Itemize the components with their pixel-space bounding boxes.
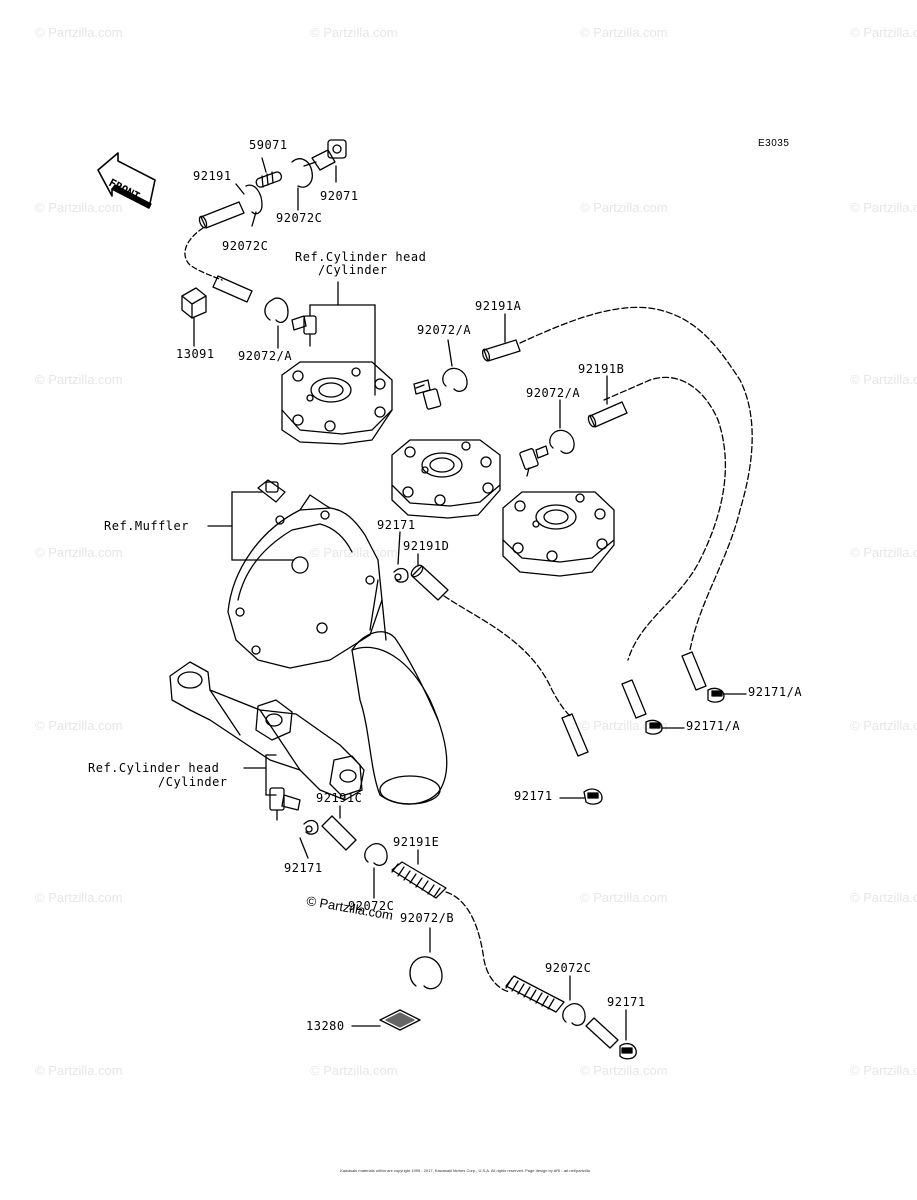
hose-92191c	[321, 815, 357, 851]
part-label-13280[interactable]: 13280	[306, 1019, 345, 1033]
watermark: © Partzilla.com	[850, 372, 917, 387]
diagram-code: E3035	[758, 138, 790, 149]
pad-13280	[379, 1009, 421, 1031]
cylinder-head-1	[281, 361, 393, 445]
ref-muffler: Ref.Muffler	[104, 519, 189, 533]
part-label-92071[interactable]: 92071	[320, 189, 359, 203]
part-label-92072a-3[interactable]: 92072/A	[526, 386, 581, 400]
clip-92072c-mid	[364, 843, 388, 866]
cap-13091	[181, 287, 207, 319]
clip-92072c-top	[291, 158, 313, 188]
hose-92191a	[481, 339, 521, 362]
clip-92072c-left	[245, 184, 263, 215]
clamp-92171a-2	[645, 719, 663, 735]
hose-92191d	[410, 564, 449, 601]
part-label-92072a-2[interactable]: 92072/A	[417, 323, 472, 337]
part-label-92072c-top[interactable]: 92072C	[276, 211, 323, 225]
watermark: © Partzilla.com	[580, 890, 668, 905]
ref-cylinder-head-top-line2: /Cylinder	[318, 263, 388, 277]
hose-92191	[198, 201, 245, 229]
watermark: © Partzilla.com	[35, 372, 123, 387]
part-label-92191d[interactable]: 92191D	[403, 539, 450, 553]
watermark: © Partzilla.com	[35, 25, 123, 40]
part-label-92171-c[interactable]: 92171	[284, 861, 323, 875]
elbow-fitting-3	[519, 445, 549, 477]
watermark: © Partzilla.com	[310, 25, 398, 40]
watermark: © Partzilla.com	[850, 200, 917, 215]
copyright-footer: Kawasaki materials within are copyright …	[340, 1168, 590, 1173]
watermark: © Partzilla.com	[850, 890, 917, 905]
clip-92072a-3	[549, 429, 575, 454]
hose-end-middle	[561, 713, 589, 757]
watermark: © Partzilla.com	[580, 200, 668, 215]
part-label-92072b[interactable]: 92072/B	[400, 911, 455, 925]
part-label-92072c-left[interactable]: 92072C	[222, 239, 269, 253]
watermark: © Partzilla.com	[35, 718, 123, 733]
part-label-13091[interactable]: 13091	[176, 347, 215, 361]
watermark: © Partzilla.com	[580, 25, 668, 40]
cylinder-head-3	[502, 491, 615, 577]
part-label-92191c[interactable]: 92191C	[316, 791, 363, 805]
hose-end-right-1	[681, 651, 707, 691]
elbow-fitting-1	[291, 315, 317, 347]
hose-end-right-2	[621, 679, 647, 719]
clamp-92171-b	[583, 788, 603, 805]
hose-92191e-corrugated	[391, 861, 447, 899]
muffler	[227, 479, 448, 805]
front-arrow-icon: FRONT	[97, 152, 156, 209]
part-label-92072c-mid[interactable]: 92072C	[348, 899, 395, 913]
part-label-92171-b[interactable]: 92171	[514, 789, 553, 803]
ref-cylinder-head-top-line1: Ref.Cylinder head	[295, 250, 427, 264]
clip-92072c-low	[562, 1003, 586, 1026]
ref-cylinder-head-bottom-line2: /Cylinder	[158, 775, 228, 789]
hose-short-left	[212, 275, 253, 303]
hose-92191b	[587, 401, 628, 428]
watermark: © Partzilla.com	[850, 718, 917, 733]
clamp-92171-a	[393, 567, 409, 583]
elbow-fitting-2	[413, 379, 442, 410]
part-label-92191e[interactable]: 92191E	[393, 835, 440, 849]
ref-cylinder-head-bottom-line1: Ref.Cylinder head	[88, 761, 220, 775]
part-label-92191[interactable]: 92191	[193, 169, 232, 183]
watermark: © Partzilla.com	[35, 1063, 123, 1078]
fitting-92071	[303, 139, 347, 171]
watermark: © Partzilla.com	[580, 1063, 668, 1078]
pin-59071	[255, 171, 283, 188]
part-label-59071[interactable]: 59071	[249, 138, 288, 152]
part-label-92171a-2[interactable]: 92171/A	[686, 719, 741, 733]
part-label-92191b[interactable]: 92191B	[578, 362, 625, 376]
clip-92072a-2	[442, 367, 468, 392]
tee-fitting	[269, 787, 301, 821]
part-label-92072a-1[interactable]: 92072/A	[238, 349, 293, 363]
watermark: © Partzilla.com	[850, 1063, 917, 1078]
clip-92072b	[409, 956, 443, 990]
clamp-92171-d	[619, 1042, 637, 1060]
cylinder-head-2	[391, 439, 501, 519]
part-label-92191a[interactable]: 92191A	[475, 299, 522, 313]
hose-corrugated-lower	[505, 975, 565, 1013]
watermark: © Partzilla.com	[310, 1063, 398, 1078]
clamp-92171-c	[303, 819, 319, 835]
watermark: © Partzilla.com	[850, 25, 917, 40]
part-label-92171-d[interactable]: 92171	[607, 995, 646, 1009]
exhaust-manifold	[169, 661, 365, 801]
part-label-92171a-1[interactable]: 92171/A	[748, 685, 803, 699]
watermark: © Partzilla.com	[35, 545, 123, 560]
hose-short-lower	[585, 1017, 619, 1049]
watermark: © Partzilla.com	[35, 890, 123, 905]
watermark: © Partzilla.com	[35, 200, 123, 215]
clamp-92171a-1	[707, 687, 725, 703]
part-label-92072c-low[interactable]: 92072C	[545, 961, 592, 975]
watermark: © Partzilla.com	[850, 545, 917, 560]
clip-92072a-1	[264, 297, 289, 323]
part-label-92171-a[interactable]: 92171	[377, 518, 416, 532]
